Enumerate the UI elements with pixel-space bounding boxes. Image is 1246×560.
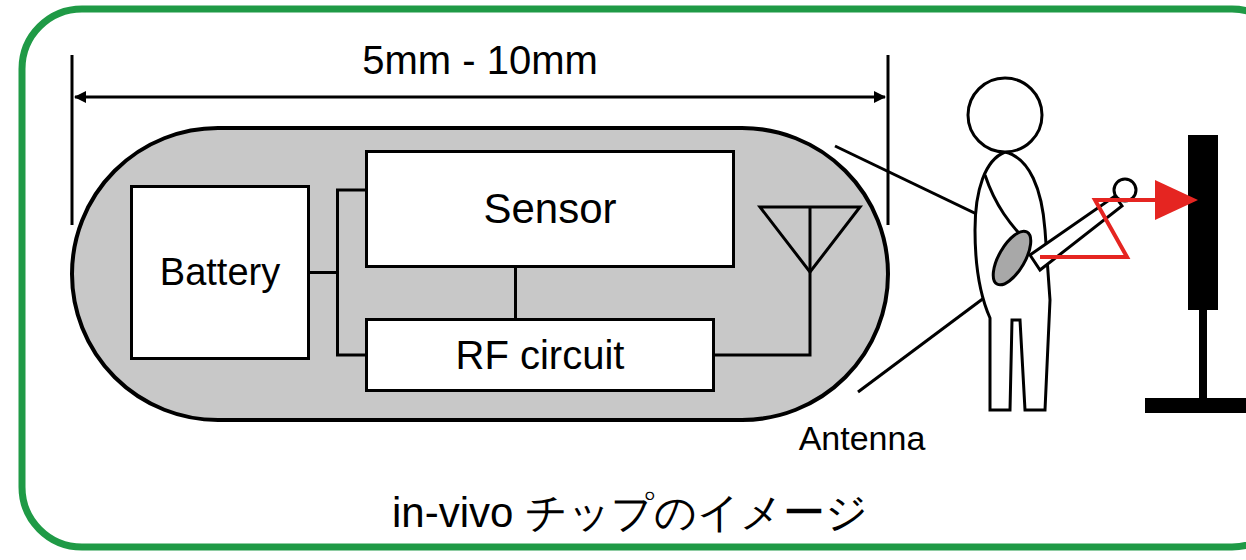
frame-border <box>22 9 1246 547</box>
circuit-wire <box>310 273 365 356</box>
receiver-stand <box>1145 135 1246 413</box>
part-label: Antenna <box>799 420 926 457</box>
person-figure <box>968 78 1136 410</box>
radio-arrowhead <box>1155 180 1198 220</box>
dimension-label: 5mm - 10mm <box>362 38 598 82</box>
component-name: Sensor <box>483 186 616 232</box>
figure-caption: in-vivo チップのイメージ <box>392 490 868 536</box>
component-box: Battery <box>130 185 310 360</box>
dimension-tick <box>887 55 890 225</box>
component-name: Battery <box>160 252 280 294</box>
component-name: RF circuit <box>456 333 625 377</box>
dimension-line <box>75 96 885 99</box>
circuit-wire <box>514 268 517 318</box>
circuit-wire <box>310 190 365 273</box>
capsule-outline <box>72 128 888 420</box>
component-box: RF circuit <box>365 318 715 392</box>
dimension-tick <box>71 55 74 225</box>
radio-signal <box>1040 200 1160 257</box>
component-box: Sensor <box>365 150 735 268</box>
